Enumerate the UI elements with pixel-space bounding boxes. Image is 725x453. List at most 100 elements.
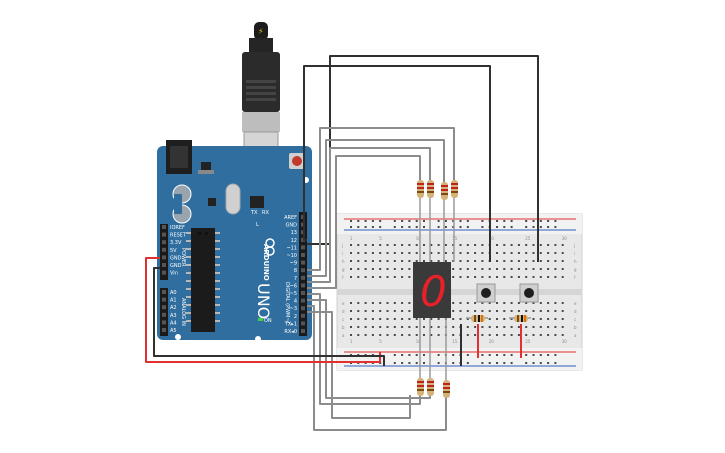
terminal-hole[interactable] bbox=[474, 302, 477, 304]
rail-hole[interactable] bbox=[437, 220, 440, 222]
rail-hole[interactable] bbox=[444, 226, 447, 228]
rail-hole[interactable] bbox=[408, 354, 411, 356]
header-pin[interactable] bbox=[301, 306, 305, 311]
terminal-hole[interactable] bbox=[386, 276, 389, 278]
terminal-hole[interactable] bbox=[357, 310, 360, 312]
terminal-hole[interactable] bbox=[452, 318, 455, 320]
rail-hole[interactable] bbox=[539, 220, 542, 222]
terminal-hole[interactable] bbox=[532, 260, 535, 262]
terminal-hole[interactable] bbox=[517, 326, 520, 328]
header-pin[interactable] bbox=[162, 263, 166, 267]
terminal-hole[interactable] bbox=[379, 310, 382, 312]
terminal-hole[interactable] bbox=[350, 252, 352, 254]
rail-hole[interactable] bbox=[503, 220, 506, 222]
terminal-hole[interactable] bbox=[510, 318, 513, 320]
terminal-hole[interactable] bbox=[503, 310, 506, 312]
rail-hole[interactable] bbox=[379, 226, 382, 228]
terminal-hole[interactable] bbox=[386, 334, 389, 336]
terminal-hole[interactable] bbox=[371, 318, 374, 320]
terminal-hole[interactable] bbox=[364, 310, 367, 312]
terminal-hole[interactable] bbox=[525, 310, 528, 312]
terminal-hole[interactable] bbox=[532, 310, 535, 312]
rail-hole[interactable] bbox=[364, 220, 367, 222]
pushbutton-1[interactable] bbox=[476, 283, 496, 303]
terminal-hole[interactable] bbox=[554, 252, 557, 254]
rail-hole[interactable] bbox=[423, 220, 425, 222]
rail-hole[interactable] bbox=[415, 354, 418, 356]
rail-hole[interactable] bbox=[488, 354, 491, 356]
terminal-hole[interactable] bbox=[474, 244, 477, 246]
header-pin[interactable] bbox=[162, 320, 166, 325]
rail-hole[interactable] bbox=[350, 220, 352, 222]
terminal-hole[interactable] bbox=[459, 302, 462, 304]
terminal-hole[interactable] bbox=[503, 276, 506, 278]
terminal-hole[interactable] bbox=[350, 334, 352, 336]
terminal-hole[interactable] bbox=[517, 268, 520, 270]
terminal-hole[interactable] bbox=[496, 334, 498, 336]
terminal-hole[interactable] bbox=[510, 268, 513, 270]
terminal-hole[interactable] bbox=[525, 302, 528, 304]
terminal-hole[interactable] bbox=[554, 244, 557, 246]
terminal-hole[interactable] bbox=[408, 268, 411, 270]
terminal-hole[interactable] bbox=[401, 326, 404, 328]
terminal-hole[interactable] bbox=[393, 302, 396, 304]
terminal-hole[interactable] bbox=[393, 276, 396, 278]
terminal-hole[interactable] bbox=[350, 326, 352, 328]
terminal-hole[interactable] bbox=[379, 244, 382, 246]
terminal-hole[interactable] bbox=[481, 268, 484, 270]
terminal-hole[interactable] bbox=[408, 310, 411, 312]
header-pin[interactable] bbox=[301, 313, 305, 318]
terminal-hole[interactable] bbox=[364, 334, 367, 336]
terminal-hole[interactable] bbox=[459, 260, 462, 262]
rail-hole[interactable] bbox=[423, 226, 425, 228]
terminal-hole[interactable] bbox=[510, 252, 513, 254]
terminal-hole[interactable] bbox=[415, 334, 418, 336]
terminal-hole[interactable] bbox=[423, 318, 425, 320]
terminal-hole[interactable] bbox=[525, 276, 528, 278]
terminal-hole[interactable] bbox=[386, 268, 389, 270]
terminal-hole[interactable] bbox=[539, 334, 542, 336]
terminal-hole[interactable] bbox=[539, 302, 542, 304]
rail-hole[interactable] bbox=[459, 220, 462, 222]
terminal-hole[interactable] bbox=[496, 260, 498, 262]
terminal-hole[interactable] bbox=[444, 244, 447, 246]
terminal-hole[interactable] bbox=[547, 268, 550, 270]
rail-hole[interactable] bbox=[525, 362, 528, 364]
terminal-hole[interactable] bbox=[532, 268, 535, 270]
terminal-hole[interactable] bbox=[547, 252, 550, 254]
terminal-hole[interactable] bbox=[408, 276, 411, 278]
terminal-hole[interactable] bbox=[364, 302, 367, 304]
terminal-hole[interactable] bbox=[510, 334, 513, 336]
rail-hole[interactable] bbox=[401, 220, 404, 222]
terminal-hole[interactable] bbox=[561, 302, 564, 304]
terminal-hole[interactable] bbox=[474, 268, 477, 270]
rail-hole[interactable] bbox=[525, 220, 528, 222]
rail-hole[interactable] bbox=[393, 362, 396, 364]
rail-hole[interactable] bbox=[466, 220, 469, 222]
rail-hole[interactable] bbox=[459, 226, 462, 228]
terminal-hole[interactable] bbox=[379, 276, 382, 278]
rail-hole[interactable] bbox=[401, 354, 404, 356]
terminal-hole[interactable] bbox=[408, 244, 411, 246]
terminal-hole[interactable] bbox=[393, 244, 396, 246]
terminal-hole[interactable] bbox=[481, 302, 484, 304]
terminal-hole[interactable] bbox=[466, 326, 469, 328]
terminal-hole[interactable] bbox=[364, 268, 367, 270]
rail-hole[interactable] bbox=[371, 226, 374, 228]
terminal-hole[interactable] bbox=[350, 268, 352, 270]
terminal-hole[interactable] bbox=[561, 276, 564, 278]
rail-hole[interactable] bbox=[371, 220, 374, 222]
rail-hole[interactable] bbox=[444, 220, 447, 222]
terminal-hole[interactable] bbox=[437, 318, 440, 320]
terminal-hole[interactable] bbox=[466, 244, 469, 246]
terminal-hole[interactable] bbox=[364, 252, 367, 254]
terminal-hole[interactable] bbox=[517, 334, 520, 336]
rail-hole[interactable] bbox=[525, 226, 528, 228]
terminal-hole[interactable] bbox=[408, 302, 411, 304]
rail-hole[interactable] bbox=[408, 226, 411, 228]
rail-hole[interactable] bbox=[466, 362, 469, 364]
terminal-hole[interactable] bbox=[547, 260, 550, 262]
terminal-hole[interactable] bbox=[401, 260, 404, 262]
header-pin[interactable] bbox=[301, 245, 305, 250]
terminal-hole[interactable] bbox=[503, 326, 506, 328]
